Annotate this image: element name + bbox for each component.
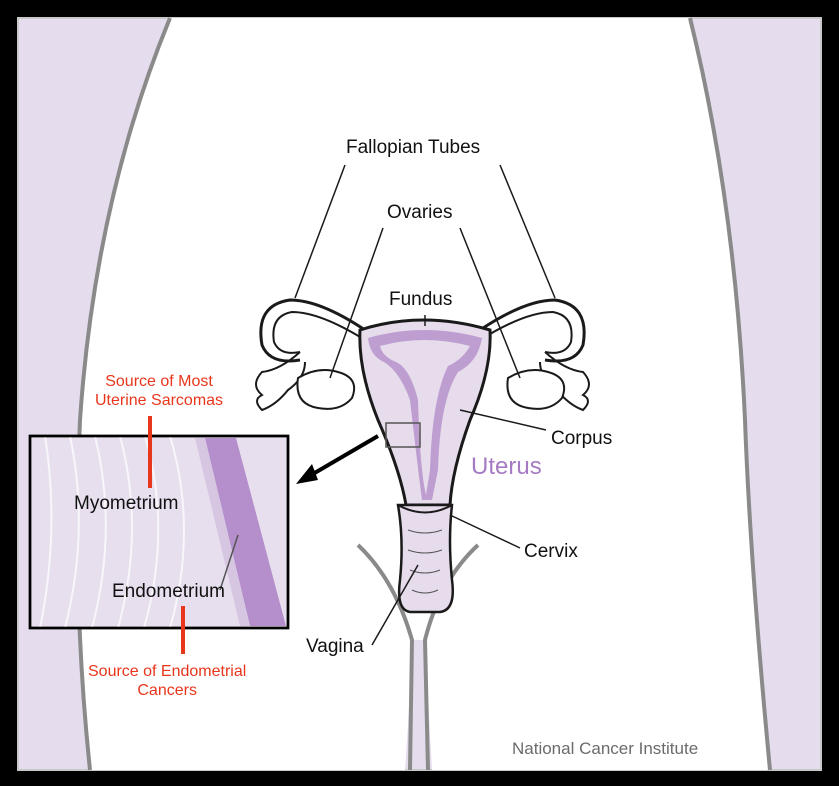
annotation-endometrial-line1: Source of Endometrial <box>88 662 246 681</box>
annotation-sarcoma-line1: Source of Most <box>95 372 223 391</box>
annotation-endometrial-line2: Cancers <box>88 681 246 700</box>
label-uterus: Uterus <box>471 455 542 479</box>
ovary-left <box>297 370 354 409</box>
credit-text: National Cancer Institute <box>512 740 698 757</box>
label-ovaries: Ovaries <box>387 203 452 222</box>
label-corpus: Corpus <box>551 429 612 448</box>
label-vagina: Vagina <box>306 637 364 656</box>
label-myometrium: Myometrium <box>74 494 179 513</box>
annotation-sarcoma: Source of Most Uterine Sarcomas <box>95 372 223 410</box>
ovary-right <box>507 370 564 409</box>
label-fundus: Fundus <box>389 290 452 309</box>
vagina <box>398 505 453 612</box>
label-endometrium: Endometrium <box>112 582 225 601</box>
label-cervix: Cervix <box>524 542 578 561</box>
annotation-endometrial: Source of Endometrial Cancers <box>88 662 246 700</box>
label-fallopian-tubes: Fallopian Tubes <box>346 138 480 157</box>
annotation-sarcoma-line2: Uterine Sarcomas <box>95 391 223 410</box>
